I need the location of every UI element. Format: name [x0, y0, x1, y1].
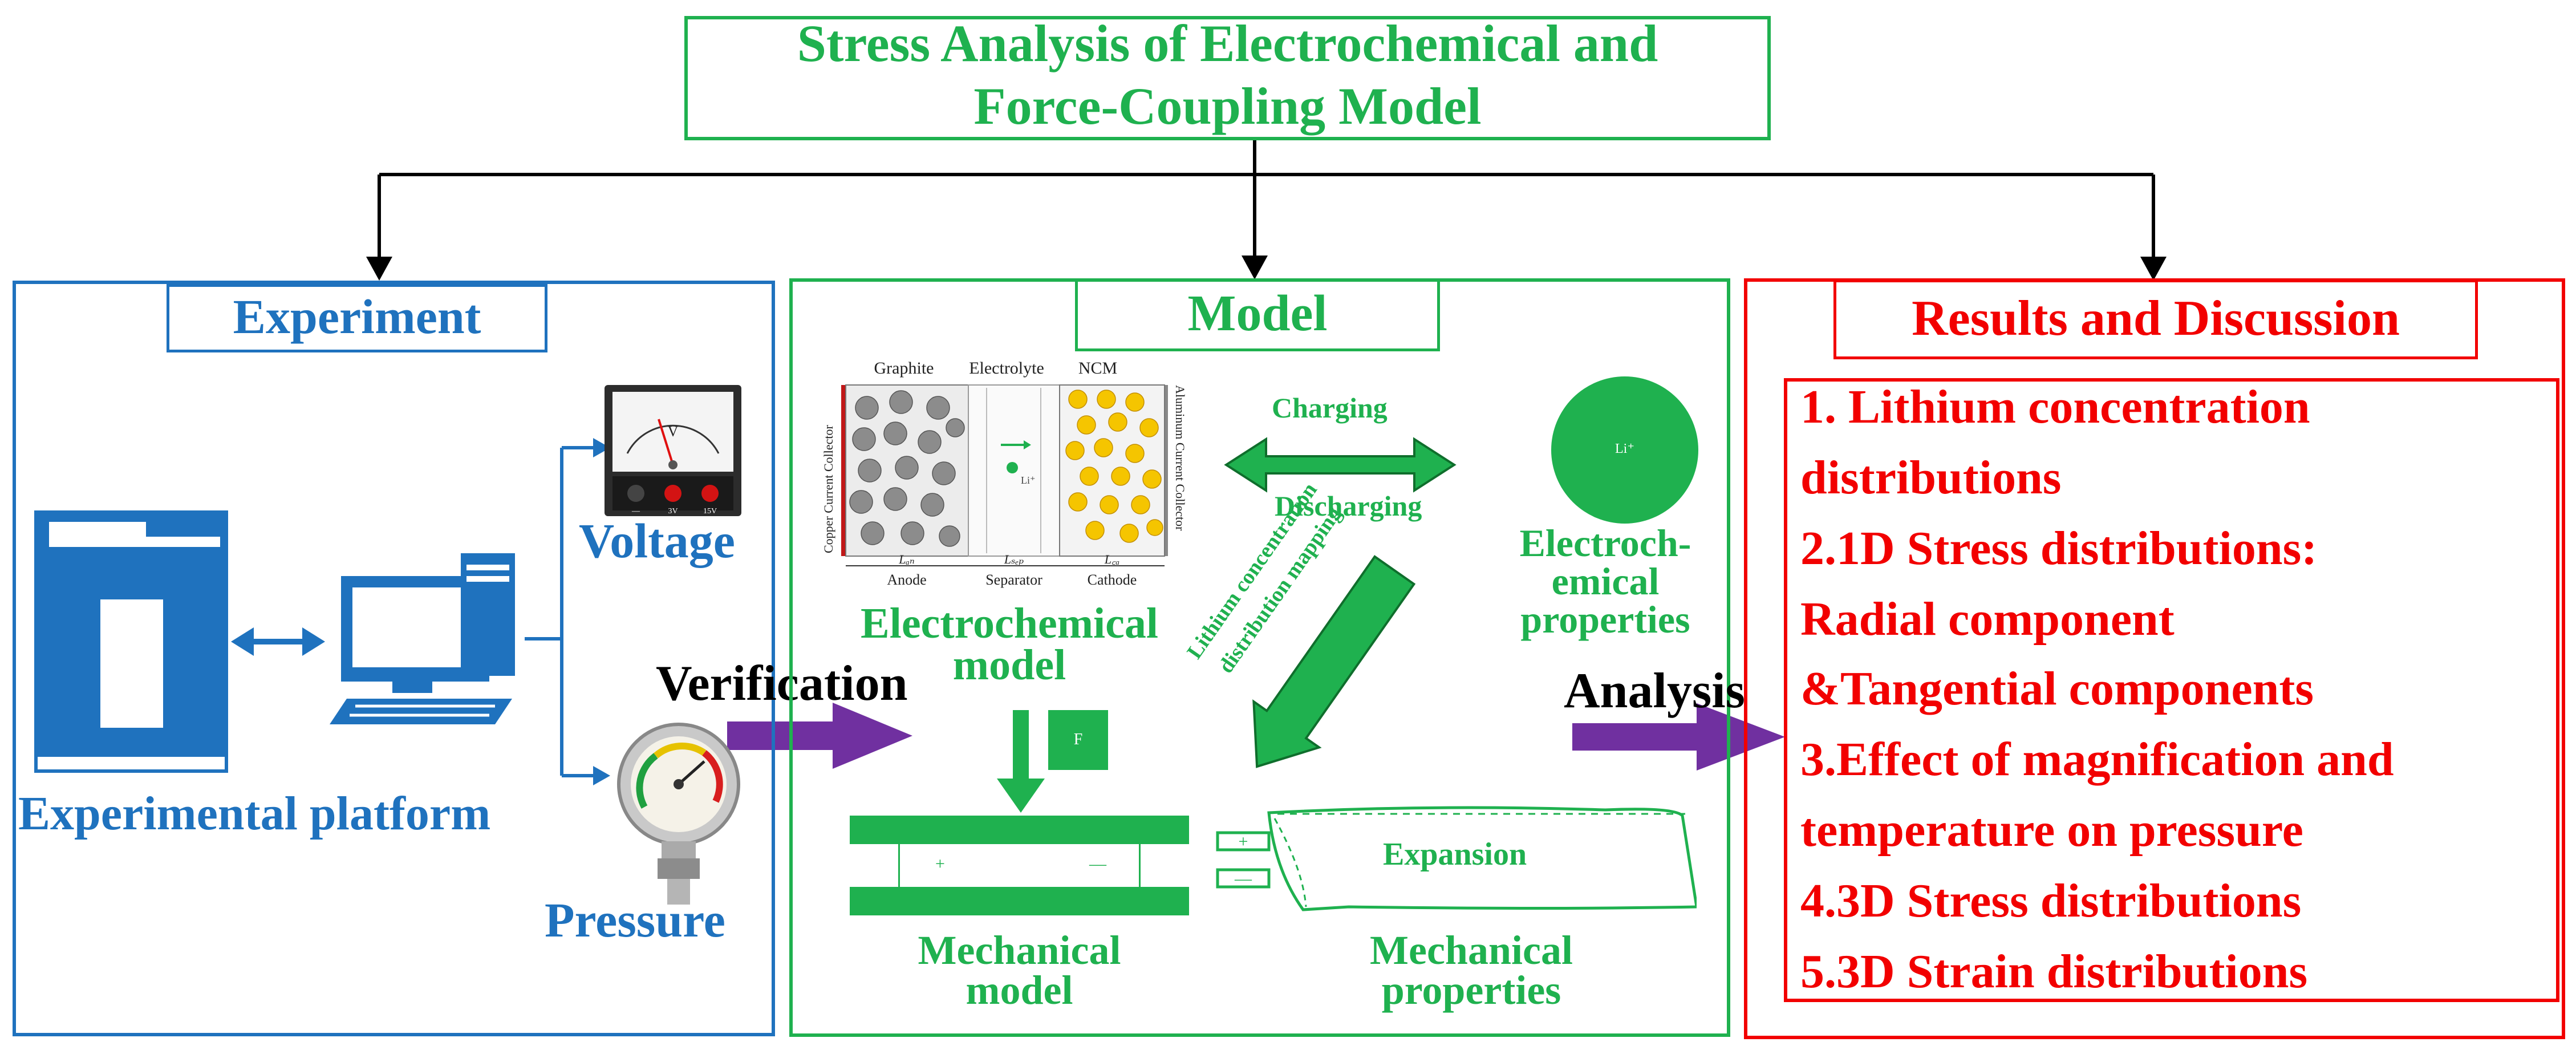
meter-terminal-1: —: [631, 507, 640, 516]
bottom-plate: [850, 887, 1189, 915]
expansion-label: Expansion: [1383, 837, 1527, 872]
results-line-2: distributions: [1800, 451, 2062, 504]
battery-cell-schematic: Graphite Electrolyte NCM: [821, 359, 1187, 588]
expansion-cell-icon: + —: [1216, 806, 1697, 911]
l-an-label: Lₐₙ: [898, 552, 915, 566]
computer-icon: [330, 553, 515, 724]
analysis-arrow: [1572, 703, 1785, 771]
svg-text:V: V: [668, 423, 679, 440]
results-line-3: 2.1D Stress distributions:: [1800, 522, 2318, 575]
anode-label: Anode: [887, 571, 926, 588]
verification-label: Verification: [656, 656, 908, 711]
test-chamber-icon: [34, 510, 228, 773]
mechanical-properties-line-1: Mechanical: [1370, 927, 1573, 973]
arrowhead-experiment: [366, 257, 392, 281]
tab-minus-label: —: [1234, 869, 1252, 888]
results-line-8: 4.3D Stress distributions: [1800, 874, 2302, 927]
plate-plus-label: +: [935, 854, 945, 873]
electrochemical-properties-line-2: emical: [1551, 560, 1660, 603]
voltage-label: Voltage: [579, 513, 735, 568]
copper-collector-label: Copper Current Collector: [821, 424, 835, 553]
cathode-label: Cathode: [1088, 571, 1137, 588]
force-box: [1048, 710, 1108, 770]
l-sep-label: Lₛₑₚ: [1004, 552, 1024, 566]
li-particle: [1551, 376, 1698, 524]
cell-between-plates: [898, 844, 1141, 887]
model-heading-box: [1075, 278, 1440, 351]
model-heading: Model: [1187, 285, 1328, 342]
arrowhead-results: [2140, 257, 2167, 281]
experimental-platform-label: Experimental platform: [18, 787, 491, 840]
charging-label: Charging: [1272, 392, 1388, 424]
title-line-2: Force-Coupling Model: [973, 77, 1482, 135]
pressure-label: Pressure: [545, 893, 725, 947]
platform-double-arrow: [231, 627, 325, 656]
experiment-heading: Experiment: [233, 289, 481, 344]
top-plate: [850, 816, 1189, 844]
tab-plus-label: +: [1239, 832, 1248, 851]
title-box: [684, 16, 1771, 140]
electrolyte-label: Electrolyte: [969, 359, 1044, 378]
results-line-1: 1. Lithium concentration: [1800, 380, 2310, 433]
results-heading: Results and Discussion: [1912, 291, 2400, 346]
pressure-gauge-icon: [617, 723, 740, 905]
force-label: F: [1073, 731, 1083, 748]
electrochemical-properties-line-3: properties: [1520, 598, 1690, 641]
results-line-9: 5.3D Strain distributions: [1800, 945, 2308, 998]
li-particle-label: Li⁺: [1615, 441, 1634, 456]
mechanical-model-line-2: model: [966, 967, 1073, 1013]
meter-terminal-3: 15V: [703, 507, 717, 516]
mechanical-model-line-1: Mechanical: [918, 927, 1121, 973]
arrowhead-to-voltage: [593, 438, 610, 457]
voltmeter-icon: V — 3V 15V: [605, 385, 741, 516]
title-connector-tree: [378, 140, 2155, 262]
results-line-6: 3.Effect of magnification and: [1800, 733, 2394, 786]
electrochemical-properties-line-1: Electroch-: [1519, 521, 1691, 565]
electrochemical-model-line-1: Electrochemical: [861, 599, 1158, 647]
platform-branch-lines: [525, 446, 599, 777]
results-line-7: temperature on pressure: [1800, 804, 2303, 857]
experiment-heading-box: [167, 284, 547, 352]
results-list-box: [1784, 378, 2559, 1002]
verification-arrow: [727, 703, 912, 769]
ncm-label: NCM: [1078, 359, 1117, 378]
l-ca-label: L꜀ₐ: [1104, 552, 1119, 566]
arrowhead-model: [1242, 256, 1268, 279]
experiment-panel: [13, 281, 775, 1036]
graphite-label: Graphite: [874, 359, 934, 378]
plate-minus-label: —: [1089, 854, 1106, 873]
discharging-label: Discharging: [1275, 490, 1422, 522]
analysis-label: Analysis: [1564, 663, 1745, 719]
title-line-1: Stress Analysis of Electrochemical and: [797, 14, 1658, 72]
aluminum-collector-label: Aluminum Current Collector: [1173, 385, 1187, 531]
charge-discharge-arrow: [1224, 437, 1457, 493]
results-heading-box: [1833, 279, 2478, 359]
arrowhead-to-pressure: [593, 766, 610, 785]
results-line-4: Radial component: [1800, 593, 2175, 646]
results-line-5: &Tangential components: [1800, 662, 2314, 715]
down-arrow: [997, 710, 1045, 813]
electrochemical-model-line-2: model: [952, 641, 1066, 689]
mapping-arrow: [1252, 555, 1416, 768]
cell-li-ion-label: Li⁺: [1021, 475, 1036, 486]
mechanical-properties-line-2: properties: [1381, 967, 1561, 1013]
meter-terminal-2: 3V: [668, 507, 678, 516]
separator-label: Separator: [985, 571, 1042, 588]
